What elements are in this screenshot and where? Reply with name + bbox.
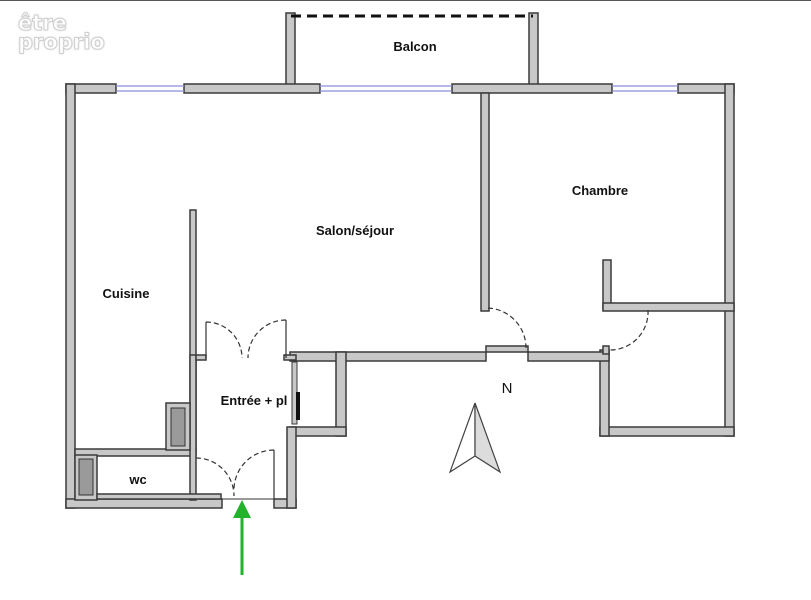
outer-walls [65, 83, 735, 509]
room-label-chambre: Chambre [572, 183, 628, 198]
closet-door [296, 392, 300, 420]
top-wall-segment [451, 83, 613, 94]
entrance-arrow-head [233, 500, 251, 518]
chambre-door-arc [487, 307, 527, 349]
chambre-door-stub [485, 345, 529, 353]
right-wall [724, 83, 735, 437]
double-door-arc-right [247, 319, 287, 359]
storage-left-wall [599, 349, 610, 437]
wc-door-arc [195, 457, 235, 497]
room-label-balcon: Balcon [393, 39, 436, 54]
balcony-wall-right [528, 12, 539, 89]
storage-partition-horizontal [602, 302, 735, 312]
doors [195, 307, 649, 500]
entree-wall-stub [195, 354, 207, 361]
compass-needle-right [474, 402, 502, 474]
kitchen-duct-inner [170, 407, 186, 447]
entry-door-arc [233, 449, 275, 491]
brand-logo-line1: être [18, 11, 68, 35]
brand-logo-line2: proprio [18, 30, 106, 54]
interior-walls [74, 92, 735, 501]
left-wall [65, 83, 76, 509]
compass-label: N [502, 380, 513, 397]
storage-bottom-wall [599, 426, 735, 437]
wc-wall [96, 493, 222, 500]
north-compass-icon: N [448, 380, 513, 474]
room-label-salon: Salon/séjour [316, 223, 394, 238]
room-label-cuisine: Cuisine [103, 286, 150, 301]
room-label-entree: Entrée + pl [221, 393, 288, 408]
storage-door-stub [602, 345, 610, 355]
storage-door-arc [609, 309, 649, 351]
wc-duct-inner [78, 458, 94, 496]
entrance-arrow-icon [233, 500, 251, 575]
top-wall-segment [183, 83, 321, 94]
double-door-arc-left [205, 321, 243, 359]
partition-salon-chambre [480, 92, 490, 312]
brand-logo: être proprio [18, 11, 106, 54]
entree-right-wall [286, 426, 297, 509]
compass-needle-left [448, 402, 476, 474]
closet-right-wall [335, 351, 347, 437]
entree-wall-stub [283, 354, 297, 361]
entree-left-wall [189, 354, 197, 501]
corridor-wall-right [527, 351, 610, 362]
corridor-wall-left [289, 351, 487, 362]
room-label-wc: wc [128, 472, 146, 487]
balcony-wall-left [285, 12, 296, 89]
closet-bottom-wall [289, 426, 347, 437]
